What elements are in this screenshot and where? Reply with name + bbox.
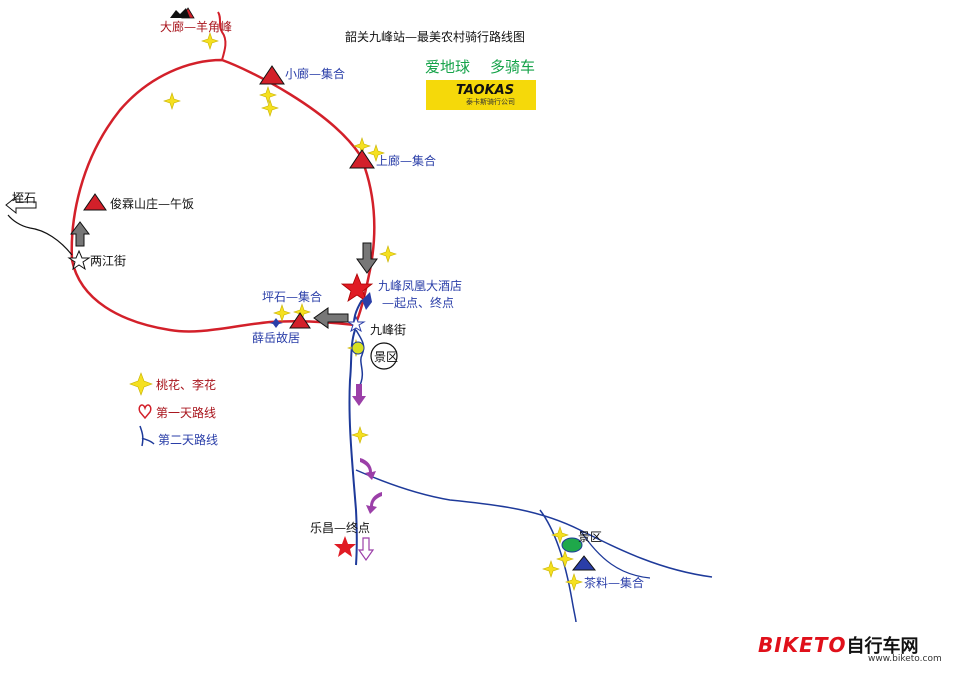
flower-icon [565, 573, 583, 591]
day2-route-branch [355, 329, 365, 386]
legend-day1-icon [138, 404, 152, 420]
flower-icon [379, 245, 397, 263]
flower-icon [261, 99, 279, 117]
scenic-dot-icon [351, 341, 365, 355]
slogan-left: 爱地球 [425, 58, 471, 76]
watermark-brand: BIKETO [758, 633, 847, 657]
sponsor-logo: TAOKAS 泰卡斯骑行公司 [426, 80, 536, 110]
label-shanglang: 上廊—集合 [376, 154, 437, 168]
watermark: BIKETO自行车网 www.biketo.com [758, 632, 942, 664]
flower-icon [273, 304, 291, 322]
jiufeng-star-icon [346, 315, 366, 333]
purple-arrows [352, 384, 382, 562]
direction-arrows [70, 221, 378, 329]
label-pingshi: 坪石—集合 [262, 290, 323, 304]
label-yaoshi: 垤石 [12, 191, 37, 205]
flower-icon [351, 426, 369, 444]
day1-route-loop [70, 58, 376, 333]
scenic-circle-icon [370, 342, 398, 370]
day2-route-east-3 [579, 529, 651, 579]
arrow-down-icon [356, 242, 378, 274]
flower-icon [129, 372, 153, 396]
label-dalang: 大廊—羊角峰 [160, 20, 233, 34]
label-xueyue: 薛岳故居 [252, 331, 301, 345]
legend-day1: 第一天路线 [156, 406, 217, 420]
flower-icon [259, 86, 277, 104]
map-title: 韶关九峰站—最美农村骑行路线图 [345, 30, 526, 44]
label-lechang: 乐昌—终点 [310, 521, 371, 535]
flower-icon [201, 32, 219, 50]
label-chaliao: 茶料—集合 [584, 576, 645, 590]
arrow-down-icon [352, 384, 366, 406]
flower-icon [367, 144, 385, 162]
day1-route-peak [217, 11, 227, 61]
label-start-end: —起点、终点 [382, 296, 455, 310]
xueyue-marker-icon [269, 318, 283, 328]
label-scenic-1: 景区 [374, 350, 399, 364]
flower-icon [163, 92, 181, 110]
triangle-icon [349, 149, 375, 169]
arrow-curve-icon [360, 458, 376, 480]
legend-flowers: 桃花、李花 [156, 378, 217, 392]
triangle-icon [571, 555, 597, 571]
arrow-curve-icon [366, 492, 382, 514]
label-junlin: 俊霖山庄—午饭 [110, 197, 195, 211]
label-scenic-2: 景区 [578, 530, 603, 544]
arrow-left-outline-icon [5, 195, 37, 215]
label-jiufeng-street: 九峰街 [370, 323, 407, 337]
scenic-green-icon [561, 537, 583, 553]
arrow-down-outline-icon [357, 537, 375, 562]
triangle-icon [83, 193, 107, 211]
sponsor-logo-text: TAOKAS [456, 83, 515, 98]
slogan-right: 多骑车 [490, 58, 536, 76]
meeting-markers [83, 7, 597, 571]
flower-icon [556, 550, 574, 568]
liangjiang-star-icon [67, 249, 91, 271]
legend-day2-icon [139, 425, 155, 447]
legend-day2: 第二天路线 [158, 433, 219, 447]
label-xiaolang: 小廊—集合 [285, 67, 346, 81]
watermark-cn: 自行车网 [846, 636, 919, 657]
day2-route-east-2 [539, 509, 577, 623]
day2-route-east [355, 469, 713, 578]
side-road-yaoshi [7, 214, 73, 256]
watermark-url: www.biketo.com [868, 654, 942, 664]
arrow-up-icon [70, 221, 90, 247]
flower-icon [551, 526, 569, 544]
triangle-icon [259, 65, 285, 85]
peak-icon [170, 8, 190, 18]
triangle-icon [289, 312, 311, 329]
sponsor-sub-text: 泰卡斯骑行公司 [466, 98, 515, 106]
start-star-icon [340, 272, 374, 302]
arrow-left-icon [313, 307, 349, 329]
flower-icon [542, 560, 560, 578]
lechang-star-icon [334, 536, 356, 557]
hotel-marker-icon [362, 292, 372, 310]
label-liangjiang: 两江街 [90, 254, 127, 268]
label-jiufeng-hotel: 九峰凤凰大酒店 [378, 279, 463, 293]
